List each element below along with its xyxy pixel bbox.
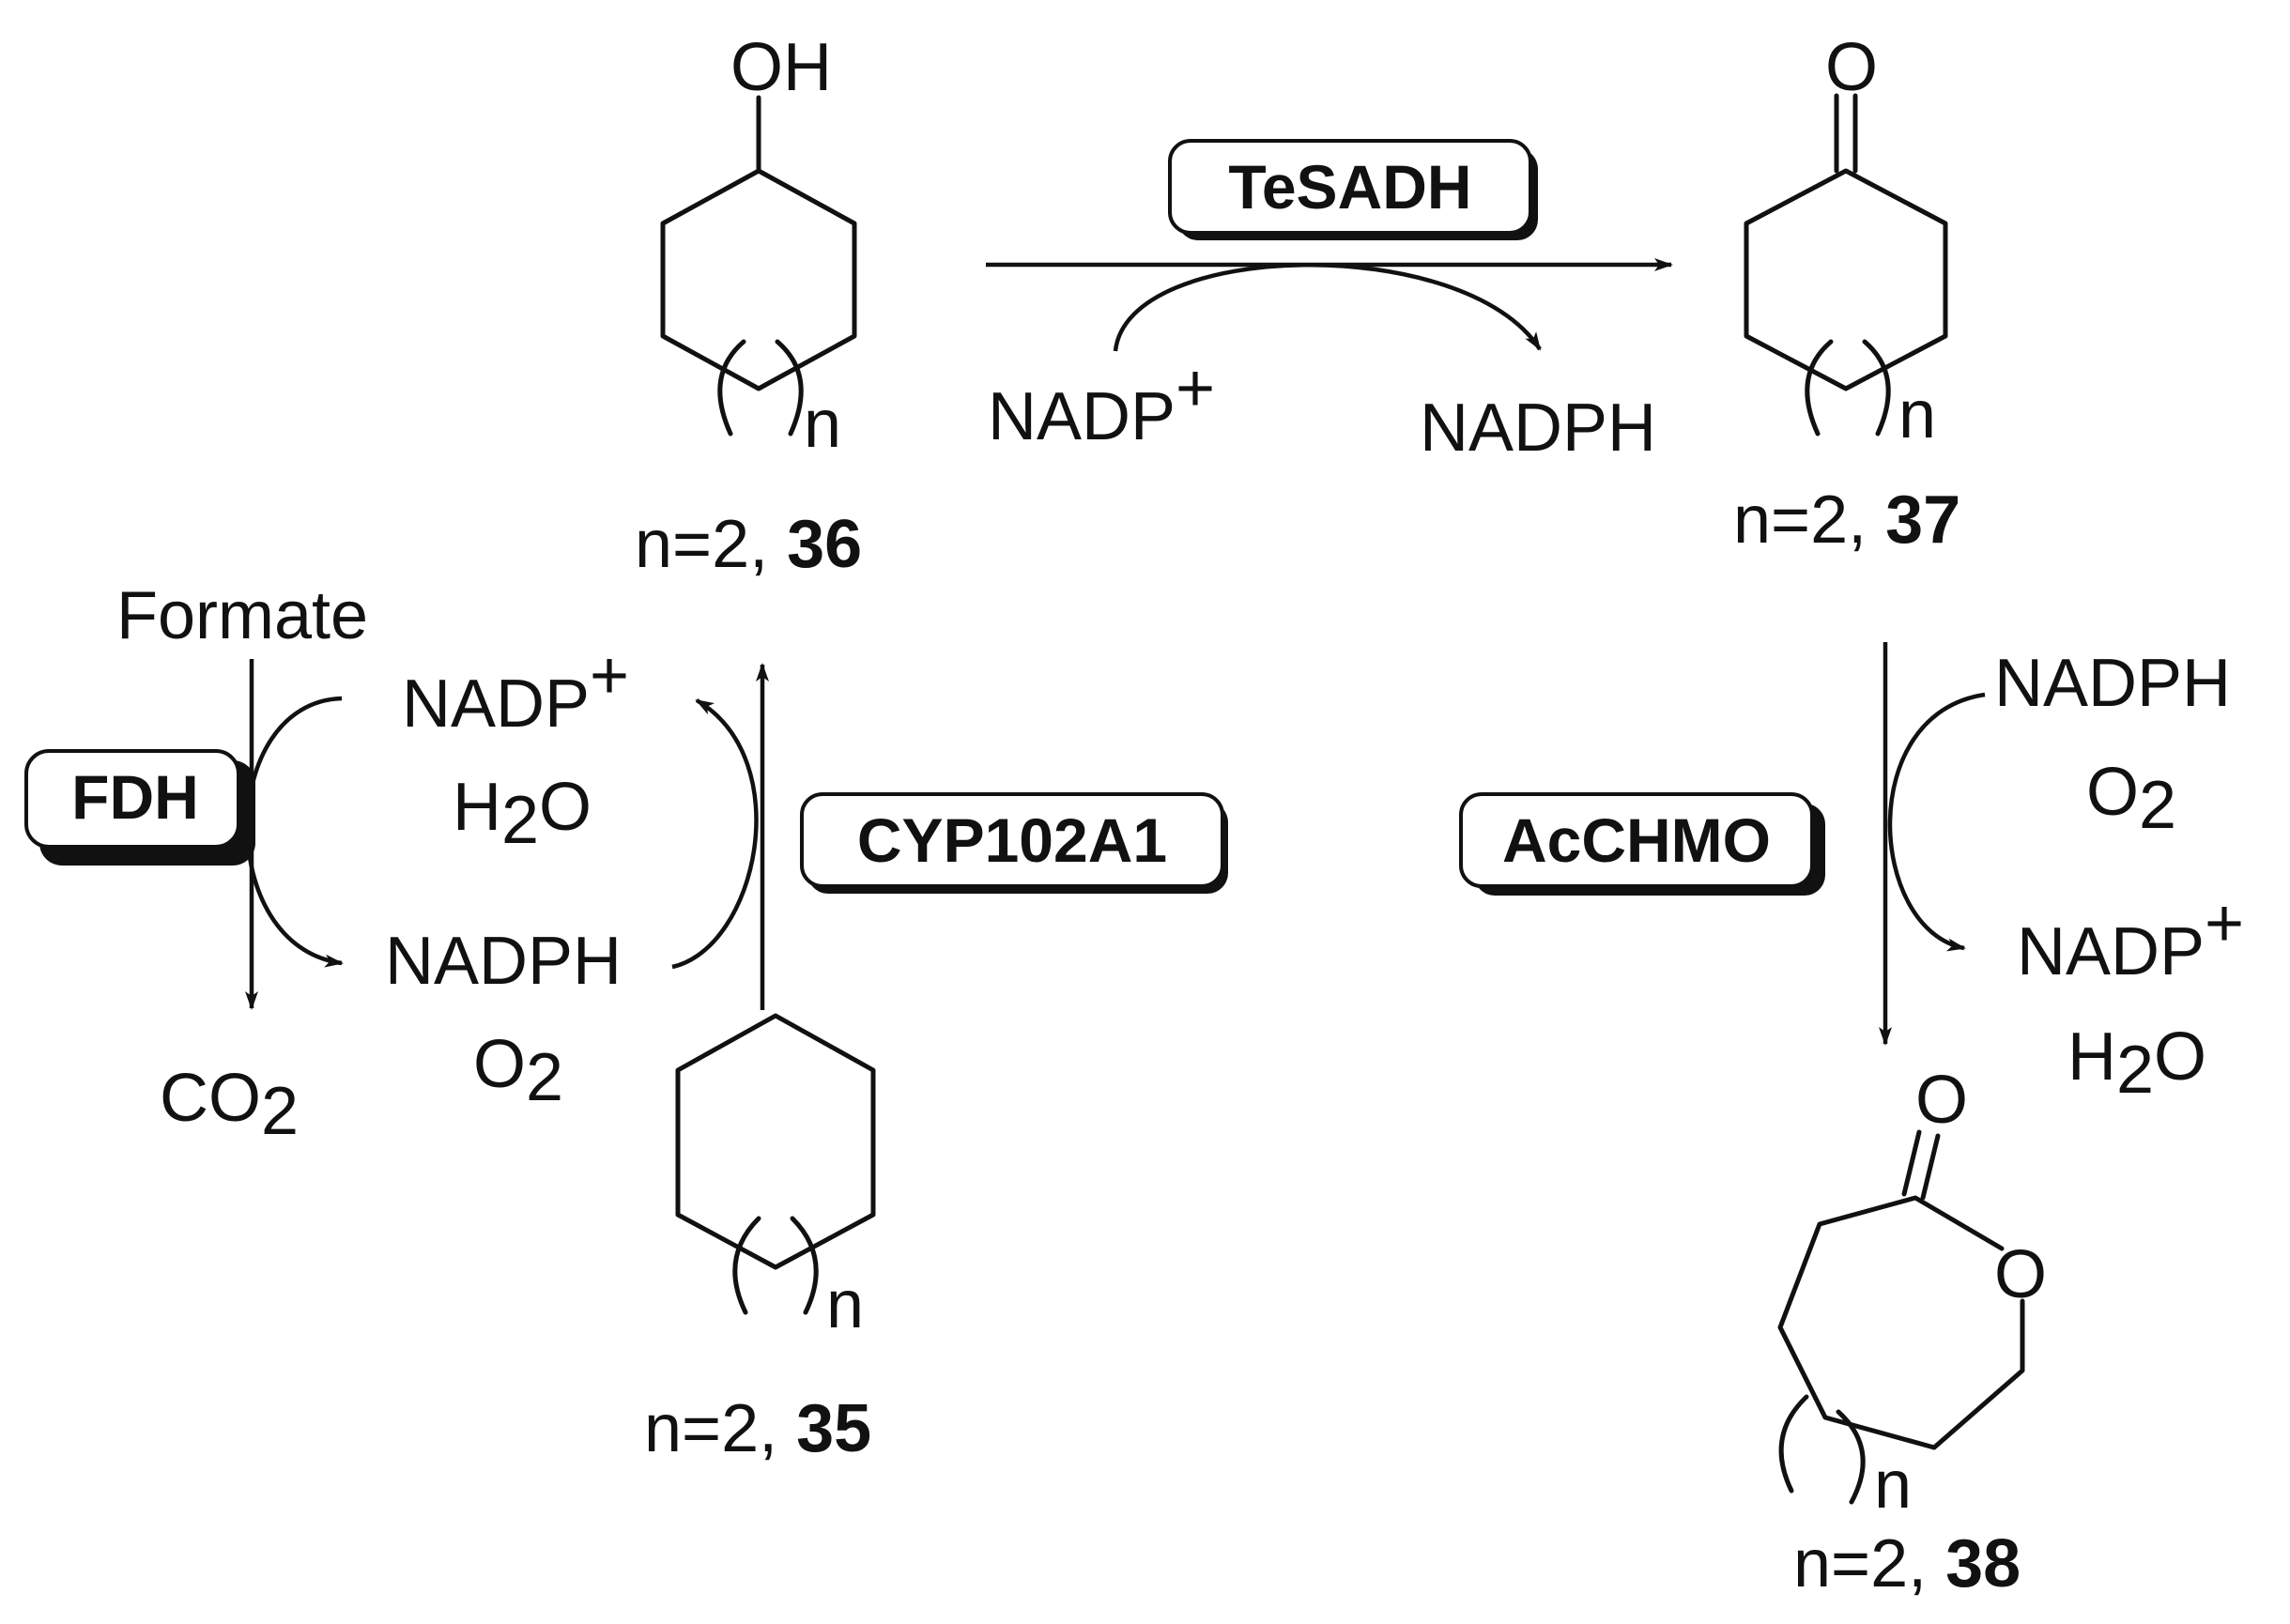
tesadh-box (1168, 139, 1532, 235)
acchmo-nadph-label: NADPH (1994, 646, 2231, 721)
ring-38-left-paren (1778, 1394, 1809, 1494)
formate-label: Formate (116, 578, 368, 653)
cyp-label: CYP102A1 (857, 805, 1167, 875)
fdh-regeneration: Formate FDH CO2 (24, 578, 368, 1149)
carbonyl-o-label: O (1825, 30, 1878, 105)
tesadh-nadph-label: NADPH (1420, 391, 1656, 466)
c38-double-bond-b (1920, 1133, 1941, 1201)
tesadh-cofactor-arrow (1113, 263, 1542, 352)
ring-35-right-paren (790, 1216, 819, 1315)
ring-36-bonds (660, 95, 857, 391)
compound-37-label: n=2, 37 (1733, 483, 1960, 558)
compound-36: OH n n=2, 36 (635, 30, 862, 582)
tesadh-label: TeSADH (1228, 152, 1471, 222)
cyp-oxygen-label: O2 (473, 1027, 563, 1115)
acchmo-water-label: H2O (2067, 1019, 2206, 1108)
ring-36-right-paren (775, 339, 804, 437)
acchmo-step: AcCHMO NADPH O2 NADP+ H2O (1459, 642, 2244, 1108)
tesadh-nadp-label: NADP+ (988, 351, 1215, 454)
ring-36-left-paren (717, 339, 746, 437)
ring-38-subscript: n (1874, 1448, 1912, 1523)
compound-37: O n n=2, 37 (1733, 30, 1960, 558)
c38-double-bond-a (1901, 1129, 1922, 1197)
ring-38-right-paren (1836, 1409, 1866, 1505)
cyp-water-label: H2O (453, 770, 592, 858)
cyp-nadph-label: NADPH (385, 924, 622, 999)
lactone-carbonyl-o-label: O (1915, 1063, 1968, 1138)
ring-37-right-paren (1862, 339, 1891, 437)
compound-38-label: n=2, 38 (1793, 1526, 2021, 1601)
ring-35-left-paren (732, 1216, 761, 1315)
ring-37-bonds (1744, 168, 1948, 391)
ring-37-subscript: n (1898, 377, 1936, 452)
acchmo-label: AcCHMO (1502, 805, 1771, 875)
acchmo-cofactor-arrow (1887, 692, 1986, 952)
compound-35: n n=2, 35 (644, 1013, 876, 1466)
co2-label: CO2 (160, 1061, 299, 1149)
compound-35-label: n=2, 35 (644, 1391, 871, 1466)
compound-36-label: n=2, 36 (635, 507, 862, 582)
acchmo-nadp-label: NADP+ (2017, 886, 2244, 989)
acchmo-oxygen-label: O2 (2086, 755, 2176, 843)
acchmo-box (1459, 792, 1814, 888)
cyp-nadp-label: NADP+ (402, 638, 629, 742)
ring-36-subscript: n (804, 387, 841, 462)
ring-35-subscript: n (826, 1267, 864, 1342)
fdh-box (24, 749, 240, 849)
fdh-cofactor-arrow (245, 696, 344, 968)
cyp-step: CYP102A1 NADP+ H2O NADPH O2 (385, 638, 1228, 1115)
fdh-label: FDH (71, 762, 199, 832)
ring-38-bonds (1777, 1195, 2025, 1450)
compound-38: O O n n=2, 38 (1777, 1063, 2047, 1601)
ring-37-left-paren (1805, 339, 1834, 437)
hydroxyl-group-label: OH (730, 30, 832, 105)
ring-35-bonds (675, 1013, 876, 1270)
tesadh-step: TeSADH NADP+ NADPH (986, 139, 1673, 466)
cyp-box (800, 792, 1224, 888)
cyp-cofactor-arrow (671, 698, 759, 970)
